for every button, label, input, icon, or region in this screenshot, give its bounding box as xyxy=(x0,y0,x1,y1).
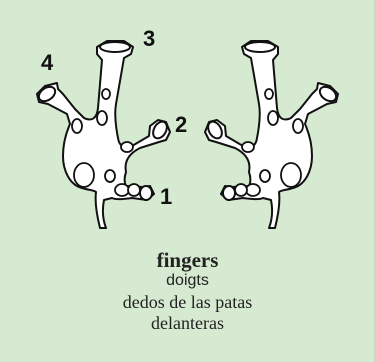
left-foot xyxy=(36,41,170,228)
finger-number-2: 2 xyxy=(175,114,187,136)
finger-number-1: 1 xyxy=(160,186,172,208)
caption-spanish: dedos de las patas delanteras xyxy=(0,292,375,334)
caption-english: fingers xyxy=(0,248,375,273)
right-foot xyxy=(205,41,339,228)
finger-number-4: 4 xyxy=(41,52,53,74)
caption-spanish-text: dedos de las patas delanteras xyxy=(108,292,268,334)
caption-french: doigts xyxy=(0,272,375,290)
finger-number-3: 3 xyxy=(143,28,155,50)
